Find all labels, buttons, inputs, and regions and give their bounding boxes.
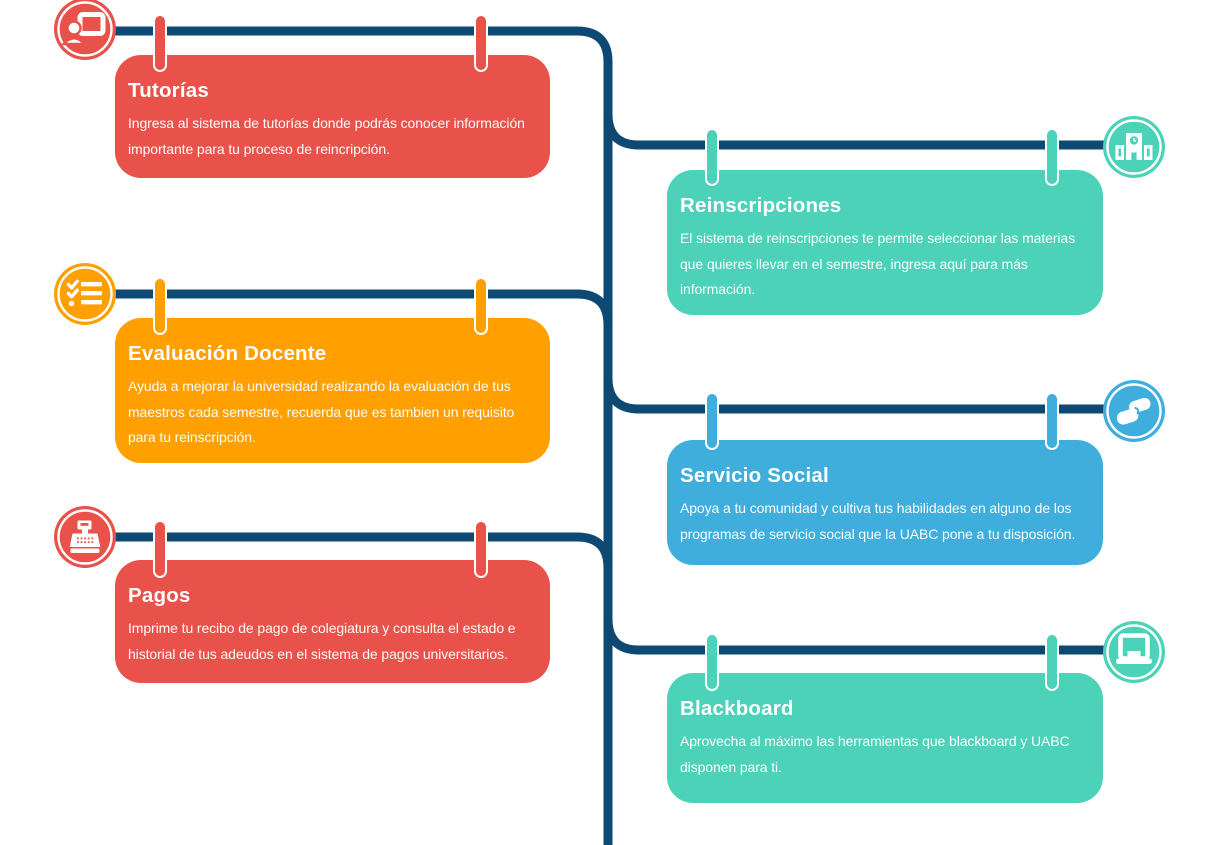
- card-title: Servicio Social: [680, 464, 829, 487]
- card-title: Tutorías: [128, 79, 209, 102]
- card-blackboard[interactable]: Blackboard Aprovecha al máximo las herra…: [667, 673, 1103, 803]
- card-description: Imprime tu recibo de pago de colegiatura…: [128, 620, 516, 662]
- card-pin: [1045, 392, 1059, 450]
- card-evaluacion-docente[interactable]: Evaluación Docente Ayuda a mejorar la un…: [115, 318, 550, 463]
- card-pin: [1045, 633, 1059, 691]
- card-title: Reinscripciones: [680, 194, 842, 217]
- card-tutorias[interactable]: Tutorías Ingresa al sistema de tutorías …: [115, 55, 550, 178]
- card-description: Ingresa al sistema de tutorías donde pod…: [128, 115, 525, 157]
- card-pin: [705, 633, 719, 691]
- card-pin: [153, 14, 167, 72]
- checklist-icon: [54, 263, 116, 325]
- card-title: Blackboard: [680, 697, 794, 720]
- card-pin: [705, 392, 719, 450]
- teacher-presentation-icon: [54, 0, 116, 60]
- card-description: El sistema de reinscripciones te permite…: [680, 230, 1075, 297]
- card-pin: [153, 520, 167, 578]
- laptop-icon: [1103, 621, 1165, 683]
- cash-register-icon: [54, 506, 116, 568]
- card-servicio-social[interactable]: Servicio Social Apoya a tu comunidad y c…: [667, 440, 1103, 565]
- card-pin: [1045, 128, 1059, 186]
- handshake-icon: [1103, 380, 1165, 442]
- card-title: Evaluación Docente: [128, 342, 327, 365]
- card-pin: [153, 277, 167, 335]
- card-pin: [474, 520, 488, 578]
- card-description: Ayuda a mejorar la universidad realizand…: [128, 378, 515, 445]
- card-pagos[interactable]: Pagos Imprime tu recibo de pago de coleg…: [115, 560, 550, 683]
- card-pin: [474, 14, 488, 72]
- card-pin: [705, 128, 719, 186]
- card-description: Apoya a tu comunidad y cultiva tus habil…: [680, 500, 1076, 542]
- school-building-icon: [1103, 116, 1165, 178]
- card-title: Pagos: [128, 584, 191, 607]
- card-pin: [474, 277, 488, 335]
- card-reinscripciones[interactable]: Reinscripciones El sistema de reinscripc…: [667, 170, 1103, 315]
- card-description: Aprovecha al máximo las herramientas que…: [680, 733, 1070, 775]
